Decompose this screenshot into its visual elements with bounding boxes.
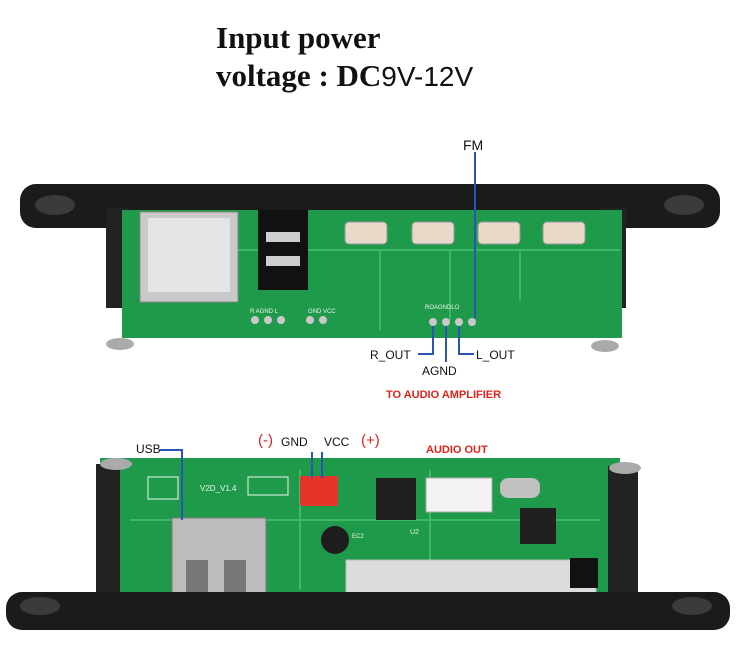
- top-module: R AGND L GND VCC ROAGNDLO: [20, 152, 720, 362]
- top-pin-pads: [251, 316, 476, 326]
- usb-callout-line: [160, 449, 183, 520]
- pcb-text-pins-right: ROAGNDLO: [425, 305, 460, 311]
- r-out-callout-line: [418, 326, 434, 355]
- title-voltage-value: 9V-12V: [381, 61, 474, 92]
- top-screw-hole-right: [664, 195, 704, 215]
- sd-card-slot-inner: [148, 218, 230, 292]
- pcb-text-pins-left: R AGND L: [250, 309, 279, 315]
- power-connector: [300, 476, 338, 506]
- pcb-text-u2: U2: [410, 529, 419, 536]
- button-1: [344, 221, 388, 245]
- button-3: [477, 221, 521, 245]
- vcc-plus-sign: (+): [361, 432, 380, 449]
- pcb-text-pins-mid: GND VCC: [308, 309, 336, 315]
- l-out-callout-line: [458, 326, 474, 355]
- title-line-2: voltage : DC9V-12V: [216, 58, 473, 95]
- top-standoff-left: [106, 338, 134, 350]
- audio-out-label: AUDIO OUT: [426, 444, 488, 456]
- to-audio-amplifier-caption: TO AUDIO AMPLIFIER: [386, 389, 502, 401]
- vcc-label: VCC: [324, 435, 350, 449]
- audio-out-connector: [425, 477, 493, 513]
- display-ribbon: [345, 559, 597, 599]
- bottom-bracket-right: [608, 466, 638, 606]
- pcb-text-ec2: EC2: [352, 534, 364, 540]
- l-out-label: L_OUT: [476, 348, 515, 362]
- capacitor-ec2: [321, 526, 349, 554]
- chip-u2: [376, 478, 416, 520]
- bottom-bracket-left: [96, 464, 120, 604]
- gnd-minus-sign: (-): [258, 432, 273, 449]
- bottom-module: V2D_V1.4 U2 EC2: [6, 449, 730, 630]
- button-4: [542, 221, 586, 245]
- top-screw-hole-left: [35, 195, 75, 215]
- usb-label: USB: [136, 442, 161, 456]
- agnd-label: AGND: [422, 364, 457, 378]
- bottom-front-bezel: [6, 592, 730, 630]
- title-voltage-prefix: voltage : DC: [216, 58, 382, 93]
- top-standoff-right: [591, 340, 619, 352]
- gnd-label: GND: [281, 435, 308, 449]
- fm-label: FM: [463, 137, 484, 153]
- title-line-1: Input power: [216, 20, 381, 55]
- button-2: [411, 221, 455, 245]
- r-out-label: R_OUT: [370, 348, 411, 362]
- ir-receiver-block: [258, 210, 308, 290]
- pcb-text-version: V2D_V1.4: [200, 484, 237, 493]
